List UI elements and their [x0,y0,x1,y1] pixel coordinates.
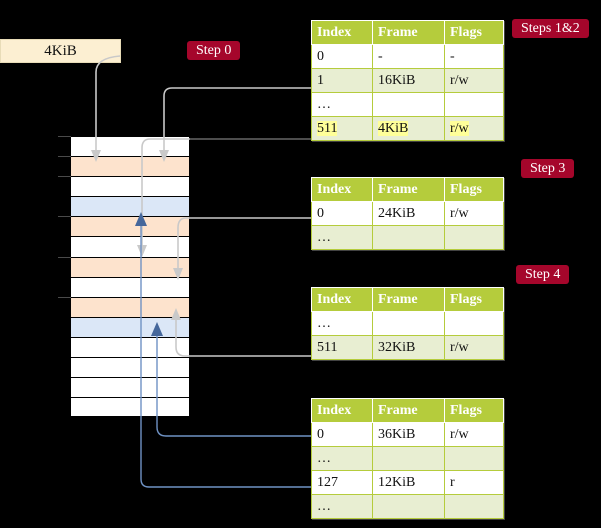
memory-frame-row [70,296,190,317]
column-header-flags: Flags [444,398,504,423]
cell-flags [444,494,504,519]
cell-frame: 4KiB [372,116,445,141]
cell-index: 0 [311,422,373,447]
cell-index: 0 [311,201,373,226]
cell-frame [372,494,445,519]
table-row: 0-- [311,44,504,69]
column-header-index: Index [311,287,373,312]
highlighted-value: r/w [450,121,469,136]
memory-frame-row [70,377,190,398]
memory-frame-row [70,236,190,257]
cell-flags [444,311,504,336]
physical-memory-column [70,136,190,418]
cell-frame: 32KiB [372,335,445,360]
table-row: … [311,92,504,117]
column-header-flags: Flags [444,177,504,202]
steps-1-2-badge: Steps 1&2 [512,19,589,38]
cell-flags: r/w [444,116,504,141]
column-header-index: Index [311,177,373,202]
cell-index: 511 [311,116,373,141]
cell-frame [372,311,445,336]
page-size-label: 4KiB [44,42,77,59]
memory-tick [58,136,71,137]
cell-flags [444,92,504,117]
memory-frame-row [70,276,190,297]
page-size-box: 4KiB [0,39,121,63]
cell-index: … [311,494,373,519]
column-header-flags: Flags [444,287,504,312]
memory-frame-row [70,256,190,277]
memory-tick [58,216,71,218]
cell-index: … [311,225,373,250]
cell-index: … [311,446,373,471]
memory-frame-row [70,156,190,177]
cell-frame [372,92,445,117]
cell-index: … [311,92,373,117]
memory-frame-row [70,316,190,337]
memory-frame-row [70,397,190,418]
cell-index: 511 [311,335,373,360]
table-row: … [311,446,504,471]
column-header-flags: Flags [444,20,504,45]
column-header-index: Index [311,398,373,423]
memory-frame-row [70,176,190,197]
memory-frame-row [70,336,190,358]
cell-flags: r/w [444,68,504,93]
cell-index: 1 [311,68,373,93]
cell-frame: 16KiB [372,68,445,93]
cell-flags: - [444,44,504,69]
cell-frame [372,446,445,471]
cell-flags [444,225,504,250]
cell-index: 127 [311,470,373,495]
memory-frame-row [70,136,190,157]
cell-flags [444,446,504,471]
memory-tick [58,156,71,158]
table-row: … [311,225,504,250]
memory-tick [58,296,71,298]
memory-tick [58,176,71,178]
cell-frame: 36KiB [372,422,445,447]
highlighted-value: 511 [317,121,338,136]
cell-frame [372,225,445,250]
memory-tick [58,256,71,258]
cell-flags: r [444,470,504,495]
step-0-badge: Step 0 [187,41,241,60]
column-header-frame: Frame [372,287,445,312]
cell-frame: 12KiB [372,470,445,495]
step-3-badge: Step 3 [521,159,575,178]
memory-frame-row [70,357,190,378]
table-row: … [311,311,504,336]
highlighted-value: 4KiB [378,121,409,136]
memory-frame-row [70,196,190,217]
step-4-badge: Step 4 [516,265,570,284]
table-row: … [311,494,504,519]
cell-flags: r/w [444,422,504,447]
column-header-frame: Frame [372,398,445,423]
cell-index: … [311,311,373,336]
cell-frame: 24KiB [372,201,445,226]
cell-frame: - [372,44,445,69]
table-row: 511 4KiB r/w [311,116,504,141]
column-header-frame: Frame [372,177,445,202]
column-header-frame: Frame [372,20,445,45]
cell-flags: r/w [444,335,504,360]
cell-index: 0 [311,44,373,69]
column-header-index: Index [311,20,373,45]
cell-flags: r/w [444,201,504,226]
memory-frame-row [70,216,190,237]
